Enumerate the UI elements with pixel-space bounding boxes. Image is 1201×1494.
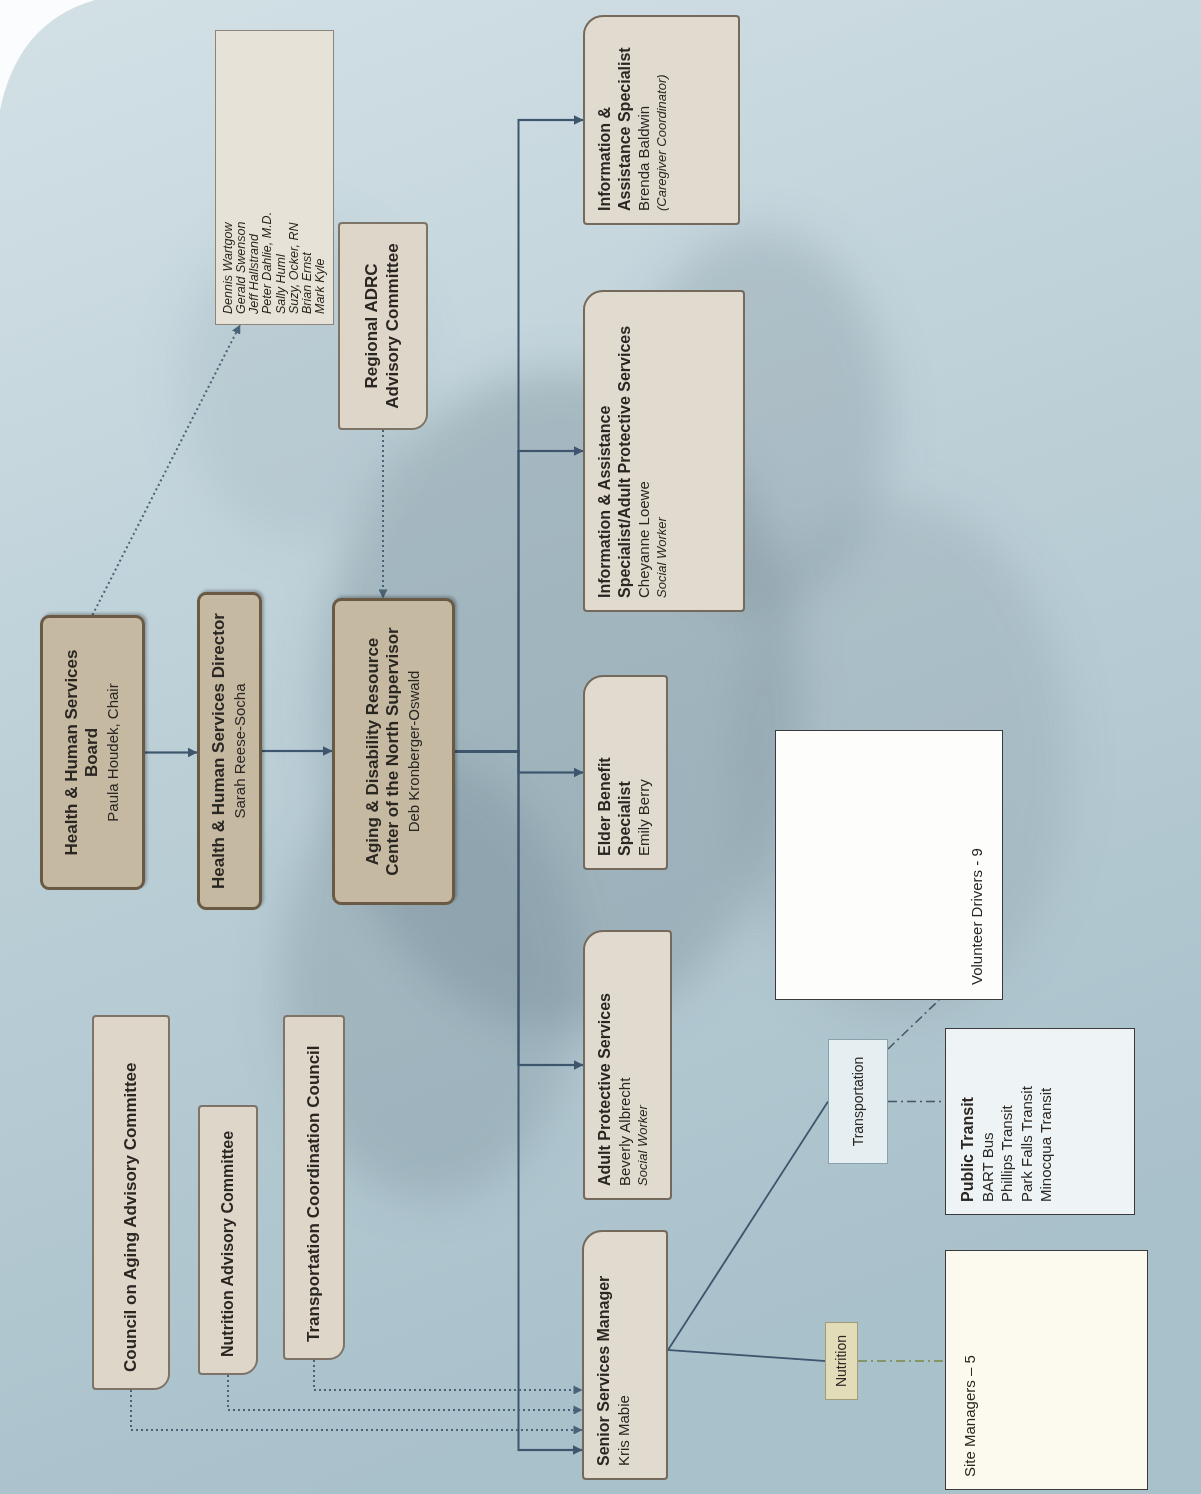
corner-curve	[0, 0, 95, 110]
board-box: Health & Human Services BoardPaula Houde…	[40, 615, 145, 890]
connector-line	[668, 1102, 828, 1351]
connector-line	[668, 1350, 825, 1361]
box-title: Transportation	[850, 1057, 867, 1147]
committee-box: Council on Aging Advisory Committee	[92, 1015, 170, 1390]
box-text: Deb Kronberger-Oswald	[404, 611, 424, 892]
box-text: Peter Dahlie, M.D.	[261, 41, 274, 314]
program-label: Nutrition	[825, 1322, 858, 1400]
box-text: Paula Houdek, Chair	[103, 628, 123, 877]
box-title: Public Transit	[958, 1041, 978, 1202]
box-title: Nutrition Advisory Committee	[218, 1123, 238, 1357]
box-title: Adult Protective Services	[595, 944, 615, 1186]
box-title: Health & Human Services Director	[209, 605, 230, 897]
box-text: Beverly Albrecht	[615, 944, 635, 1186]
box-title: Dennis Wartgow	[222, 41, 235, 314]
connector-line	[858, 1360, 945, 1362]
dotted-connector	[228, 1375, 582, 1410]
box-title: Information & Assistance Specialist/Adul…	[595, 304, 634, 598]
staff-box: Information & Assistance Specialist/Adul…	[583, 290, 745, 612]
box-text: Social Worker	[635, 944, 652, 1186]
box-text: Cheyanne Loewe	[634, 304, 654, 598]
staff-box: Adult Protective ServicesBeverly Albrech…	[583, 930, 672, 1200]
supervisor-box: Aging & Disability Resource Center of th…	[332, 598, 455, 905]
box-text: Minocqua Transit	[1036, 1041, 1056, 1202]
connector-line	[455, 752, 583, 1066]
box-text: Suzy, Ocker, RN	[288, 41, 301, 314]
box-text: Kris Mabie	[614, 1244, 634, 1466]
connector-line	[145, 751, 197, 753]
box-text: Social Worker	[654, 304, 671, 598]
committee-box: Regional ADRC Advisory Committee	[338, 222, 428, 430]
dotted-connector	[93, 325, 241, 615]
staff-box: Senior Services ManagerKris Mabie	[582, 1230, 668, 1480]
dotted-connector	[314, 1360, 582, 1390]
box-text: Sally Huml	[275, 41, 288, 314]
member-list-box: Dennis WartgowGerald SwensonJeff Hallstr…	[215, 30, 334, 325]
program-label: Transportation	[828, 1039, 888, 1164]
box-text: Brian Ernst	[301, 41, 314, 314]
staff-box: Information & Assistance SpecialistBrend…	[583, 15, 740, 225]
box-text: Emily Berry	[634, 689, 654, 856]
box-title: Nutrition	[833, 1335, 850, 1387]
box-text: BART Bus	[978, 1041, 998, 1202]
service-box: Public TransitBART BusPhillips TransitPa…	[945, 1028, 1135, 1215]
box-title: Council on Aging Advisory Committee	[121, 1033, 142, 1372]
box-text: Sarah Reese-Socha	[230, 605, 250, 897]
box-title: Information & Assistance Specialist	[595, 29, 634, 211]
dotted-connector	[382, 430, 384, 598]
connector-line	[455, 120, 583, 752]
connector-line	[455, 752, 583, 773]
connector-line	[262, 750, 332, 752]
connector-line	[888, 1101, 945, 1103]
box-text: Mark Kyle	[314, 41, 327, 314]
box-title: Transportation Coordination Council	[304, 1033, 325, 1342]
box-text: Gerald Swenson	[235, 41, 248, 314]
box-title: Site Managers – 5	[960, 1263, 980, 1477]
director-box: Health & Human Services DirectorSarah Re…	[197, 592, 262, 910]
box-text: Phillips Transit	[997, 1041, 1017, 1202]
box-text: Jeff Hallstrand	[248, 41, 261, 314]
connector-line	[888, 1000, 939, 1049]
box-text: Brenda Baldwin	[634, 29, 654, 211]
box-title: Senior Services Manager	[594, 1244, 614, 1466]
box-title: Regional ADRC Advisory Committee	[362, 236, 403, 416]
committee-box: Transportation Coordination Council	[283, 1015, 345, 1360]
box-title: Aging & Disability Resource Center of th…	[363, 611, 404, 892]
box-title: Volunteer Drivers - 9	[967, 745, 987, 985]
service-box: Site Managers – 5	[945, 1250, 1148, 1490]
box-text: Park Falls Transit	[1017, 1041, 1037, 1202]
service-box: Volunteer Drivers - 9	[775, 730, 1003, 1000]
box-text: (Caregiver Coordinator)	[654, 29, 671, 211]
staff-box: Elder Benefit SpecialistEmily Berry	[583, 675, 668, 870]
box-title: Elder Benefit Specialist	[595, 689, 634, 856]
connector-line	[455, 752, 582, 1451]
committee-box: Nutrition Advisory Committee	[198, 1105, 258, 1375]
box-title: Health & Human Services Board	[62, 628, 103, 877]
